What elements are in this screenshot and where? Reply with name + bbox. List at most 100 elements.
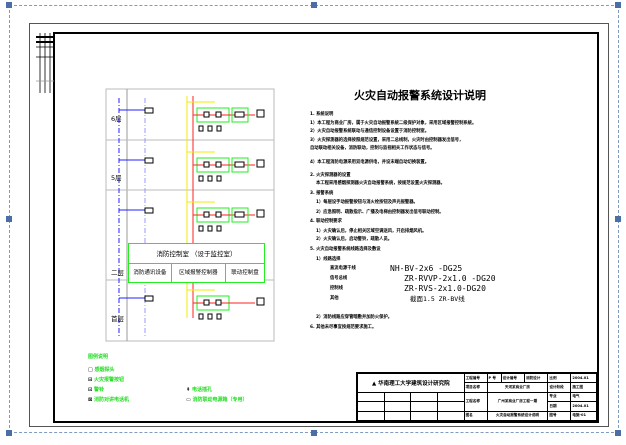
detector-icon [215,161,222,168]
phone-jack-icon: ↟ [186,387,191,393]
drawing-outer-frame [29,23,609,427]
cell: 电气 [570,391,597,403]
detector-icon [203,211,210,218]
cable-spec: 截面1.5 ZR-BV线 [410,295,465,303]
device-icon [198,175,204,182]
note-line: 2）火灾确认后，启动警铃，疏散人员。 [316,237,393,242]
note-line: 2. 火灾探测器的设置 [310,173,351,178]
note-line: 4）本工程消防电源采用双电源供电，并设末端自动切换装置。 [310,160,430,165]
module-icon [144,207,154,214]
cell: 设计编号 [500,372,525,384]
grip-handle[interactable] [615,2,621,8]
note-line: 2）应急照明、疏散指示、广播及电梯由控制器发出信号联动控制。 [316,210,444,215]
cell: 工程编号 [463,372,488,384]
note-line: 3）火灾探测器的选择按照规范设置，采用二总线制，火灾时由控制器发出信号， [310,138,464,143]
institute-name: 华南理工大学建筑设计研究院 [378,380,450,387]
alarm-bell-icon [256,109,265,118]
cell: 天河某商业厂房 [486,382,549,393]
grip-handle[interactable] [6,430,12,436]
note-line: 2）火灾自动报警系统联动与通信控制设备设置于消防控制室。 [310,129,430,134]
grip-handle[interactable] [311,2,317,8]
note-line: 1. 系统说明 [310,112,334,117]
module-icon [144,295,154,302]
cell: 2004.01 [570,401,597,412]
cell: 电施-01 [570,410,597,422]
cable-spec: ZR-RVS-2x1.0-DG20 [404,284,486,293]
cell: 专业 [547,391,572,403]
note-line: 本工程采用感烟探测器火灾自动报警系统，按规范设置火灾探测器。 [316,181,445,186]
module-icon [144,157,154,164]
fire-alarm-system-diagram [105,88,275,342]
note-line: 3. 报警系统 [310,191,334,196]
device-icon [198,225,204,232]
note-line: 2）消防线路应穿管暗敷并加防火保护。 [316,315,393,320]
cell: 工程名称 [463,391,488,412]
detector-icon [203,299,210,306]
note-line: 1）每层设手动报警按钮与消火栓按钮及声光报警器。 [316,200,418,205]
page-title: 火灾自动报警系统设计说明 [354,89,486,102]
control-unit: 区域报警控制器 [172,264,226,283]
legend-label: 电话插孔 [191,387,212,393]
cable-label: 其他 [330,296,339,301]
grip-handle[interactable] [6,2,12,8]
device-icon [198,313,204,320]
cell: 施工图 [570,382,597,393]
cell: 广州某商业厂房工程一期 [486,391,549,412]
note-line: 自动联动相关设备，消防联动，控制与监视相关工作状态与信号。 [310,146,435,151]
grip-handle[interactable] [311,430,317,436]
control-unit: 联动控制盘 [231,270,259,276]
cable-label: 直流电源干线 [330,266,356,271]
cable-label: 信号总线 [330,276,348,281]
alarm-bell-icon [256,209,265,218]
detector-icon [215,211,222,218]
note-line: 1）本工程为商业厂房，属于火灾自动报警系统二级保护对象，采用区域报警控制系统。 [310,121,477,126]
cell: 2004.01 [570,372,597,384]
cable-label: 控制线 [330,286,343,291]
grip-handle[interactable] [6,216,12,222]
alarm-bell-icon [256,159,265,168]
legend-label: 警铃 [93,387,104,393]
legend-label: 消防对讲电话机 [93,397,129,403]
legend-label: 火灾报警按钮 [93,377,124,383]
fire-control-room: 消防控制室 （设于监控室） 消防通讯设备 区域报警控制器 联动控制盘 [128,243,265,283]
device-icon [216,225,222,232]
floor-label: 5层 [111,174,122,182]
cell: 项目名称 [463,382,488,393]
alarm-button-icon: ⊟ [88,377,93,383]
legend-title: 图例说明 [88,354,109,360]
title-block: ▲ 华南理工大学建筑设计研究院 工程编号 P 号 设计编号 消防设计 比例 20… [356,372,598,422]
control-unit: 消防通讯设备 [129,264,172,283]
note-line: 5. 火灾自动报警系统线路选择及敷设 [310,247,381,252]
cell: P 号 [486,372,502,384]
floor-label: 首层 [111,315,124,323]
binding-strip [36,33,54,93]
cell: 图号 [547,410,572,422]
device-icon [207,175,213,182]
note-line: 1）线路选择 [316,257,341,262]
smoke-detector-icon: □ [88,367,93,373]
grip-handle[interactable] [615,216,621,222]
cable-spec: ZR-RVVP-2x1.0 -DG20 [404,274,496,283]
cell: 消防设计 [523,372,549,384]
power-box-icon: ▭ [186,397,191,403]
note-line: 6. 其他未尽事宜按规范要求施工。 [310,325,377,330]
cable-spec: NH-BV-2x6 -DG25 [390,264,463,273]
detector-icon [203,111,210,118]
floor-label: 二层 [111,269,124,277]
legend-label: 感烟探头 [94,367,115,373]
device-icon [216,175,222,182]
device-icon [207,225,213,232]
cell: 图名 [463,410,488,422]
floor-label: 6层 [111,115,122,123]
alarm-bell-icon [256,297,265,306]
detector-icon [215,299,222,306]
grip-handle[interactable] [615,430,621,436]
module-icon [144,107,154,114]
phone-icon: ⊠ [88,397,93,403]
cell: 设计阶段 [547,382,572,393]
note-line: 1）火灾确认后，停止相关区域空调送风，开启排烟风机。 [316,229,427,234]
note-line: 4. 联动控制要求 [310,219,342,224]
detector-icon [215,111,222,118]
relay-icon [234,111,245,118]
legend: □ 感烟探头 ⊟ 火灾报警按钮 ⊡ 警铃 ⊠ 消防对讲电话机 ↟ 电话插孔 ▭ … [88,366,278,406]
